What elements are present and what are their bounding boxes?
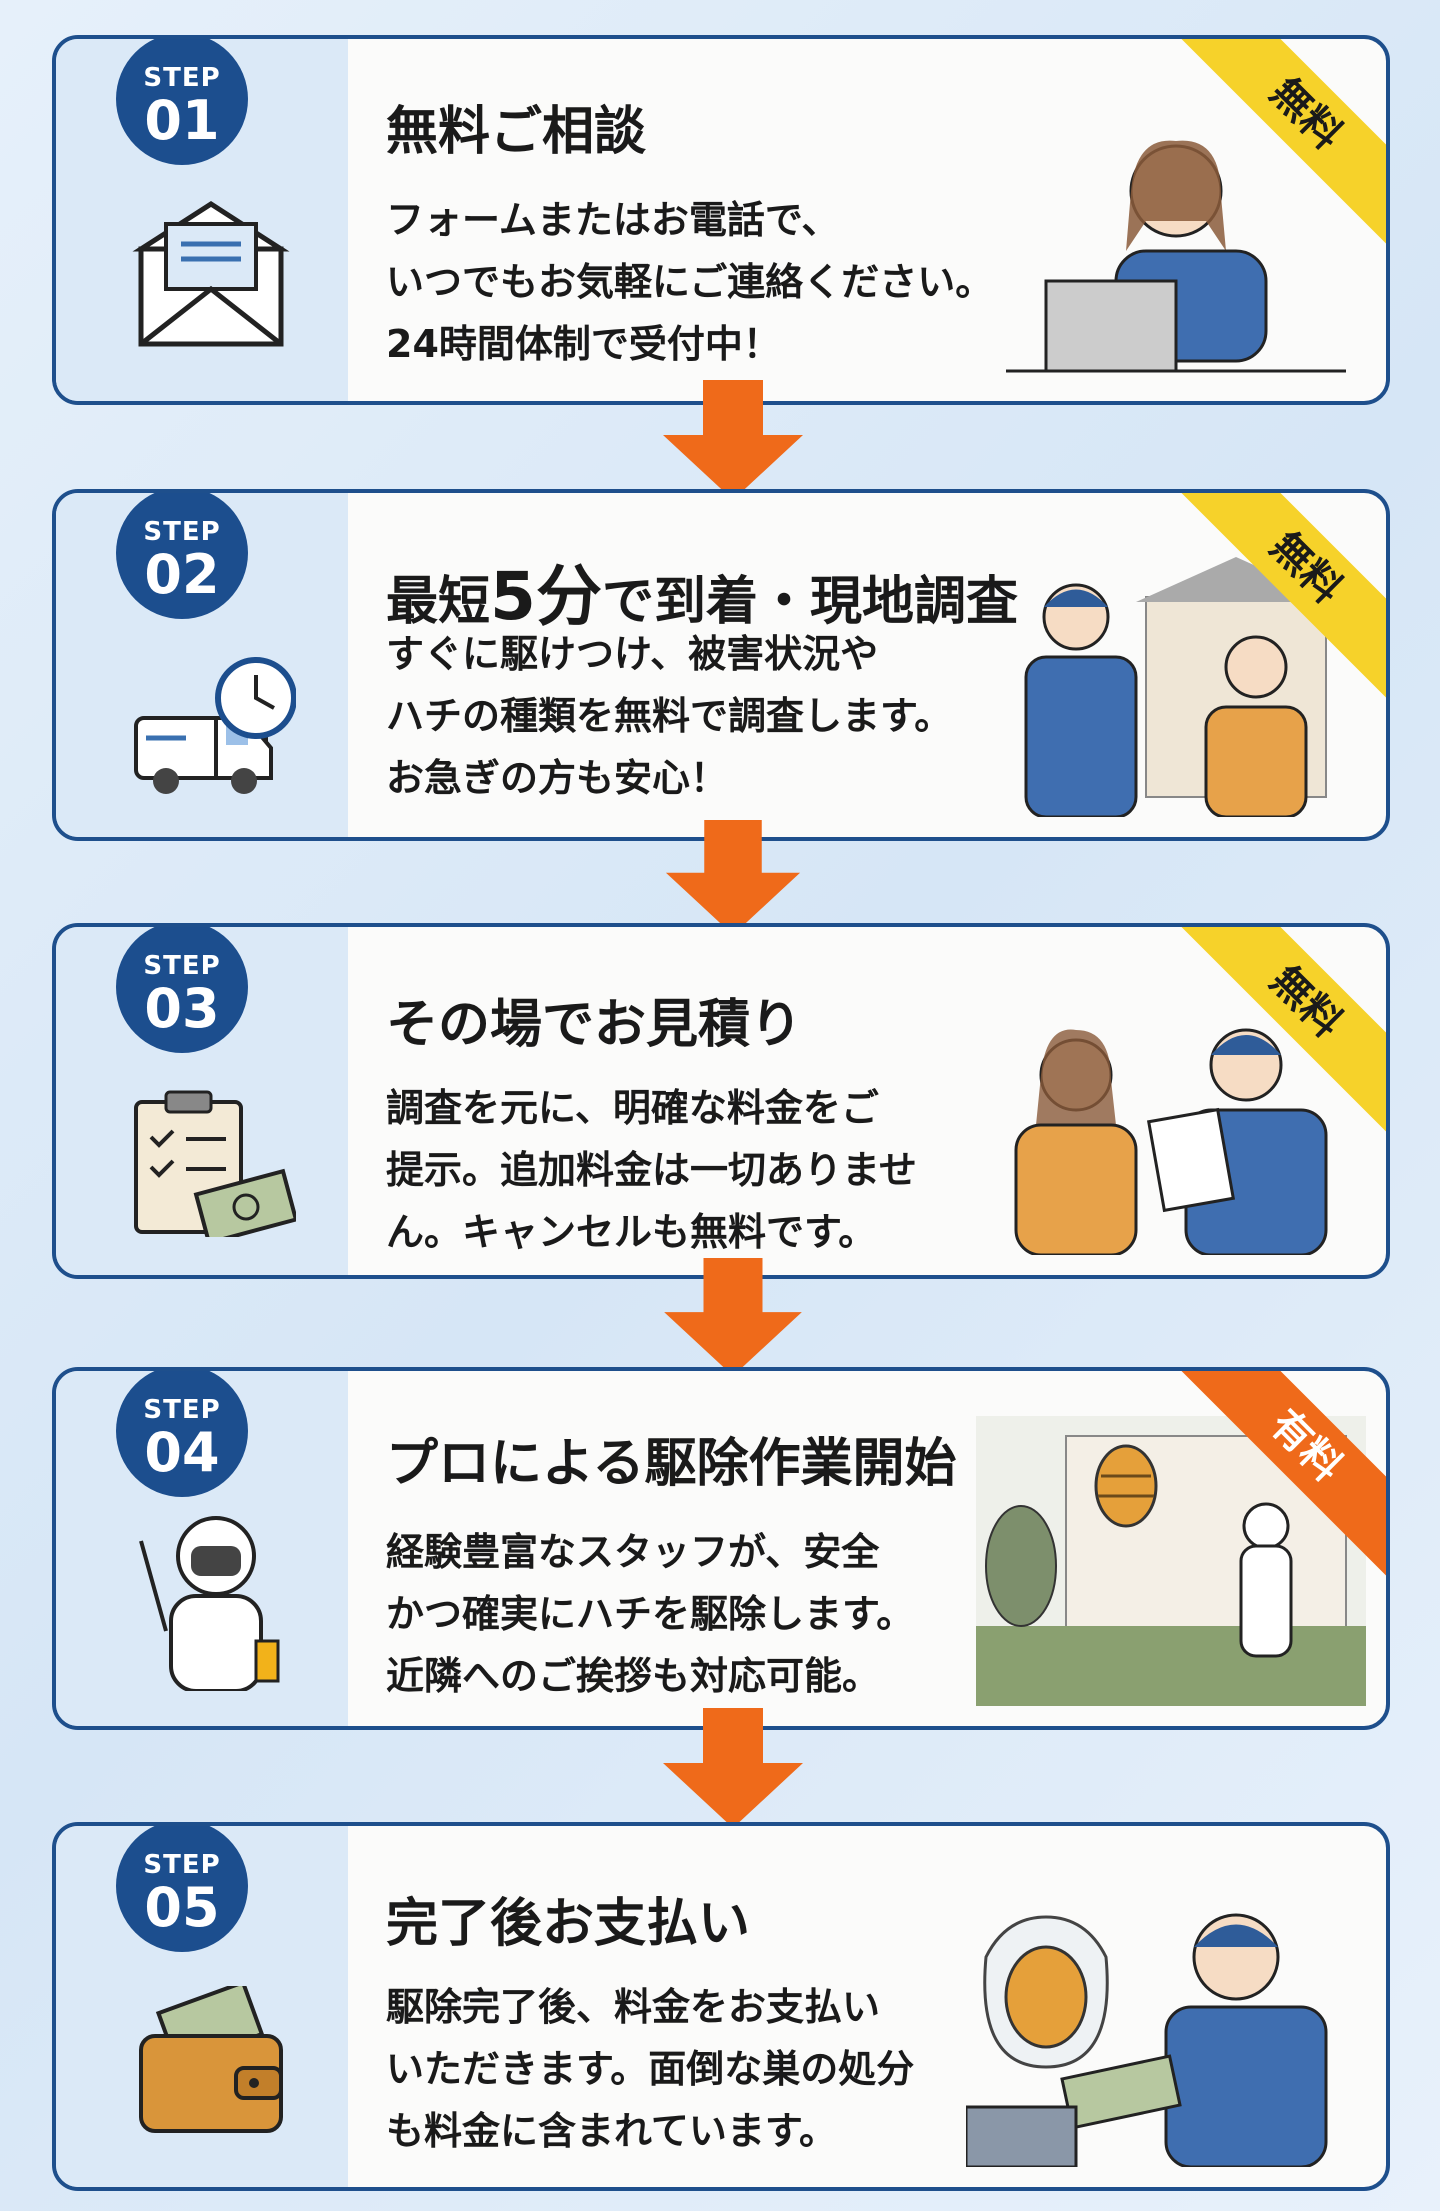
step-description: すぐに駆けつけ、被害状況やハチの種類を無料で調査します。お急ぎの方も安心！ [386, 623, 952, 809]
down-arrow-icon [664, 1258, 802, 1376]
description-line: STEP [143, 1395, 221, 1425]
description-line: ん。キャンセルも無料です。 [386, 1210, 877, 1254]
description-line: 5分 [490, 558, 602, 635]
van-clock-icon [134, 657, 296, 794]
step-title: 完了後お支払い [386, 1894, 751, 1954]
description-line: 駆除完了後、料金をお支払い [386, 1985, 881, 2029]
down-arrow-icon [665, 820, 801, 935]
down-arrow-icon [663, 380, 803, 500]
description-line: 05 [144, 1876, 220, 1939]
wallet-icon [139, 1986, 283, 2133]
step-description: フォームまたはお電話で、いつでもお気軽にご連絡ください。 24時間体制で受付中！ [386, 189, 993, 375]
description-line: 01 [144, 89, 220, 152]
description-line: STEP [143, 63, 221, 93]
down-arrow-icon [663, 1708, 803, 1828]
description-line: も料金に含まれています。 [386, 2109, 838, 2153]
payment-illustration [966, 1913, 1328, 2167]
description-line: 最短 [386, 572, 491, 632]
description-line: STEP [143, 1850, 221, 1880]
step-title: プロによる駆除作業開始 [386, 1434, 957, 1494]
envelope-icon [132, 201, 290, 347]
step-title: 無料ご相談 [386, 102, 647, 162]
description-line: ハチの種類を無料で調査します。 [386, 694, 953, 738]
description-line: STEP [143, 951, 221, 981]
description-line: いただきます。面倒な巣の処分 [386, 2047, 915, 2091]
description-line: STEP [143, 517, 221, 547]
description-line: 04 [144, 1421, 220, 1484]
description-line: お急ぎの方も安心！ [386, 756, 729, 800]
description-line: すぐに駆けつけ、被害状況や [386, 632, 879, 676]
description-line: 02 [144, 543, 220, 606]
description-line: フォームまたはお電話で、 [386, 198, 840, 242]
step-description: 経験豊富なスタッフが、安全かつ確実にハチを駆除します。近隣へのご挨拶も対応可能。 [386, 1521, 914, 1707]
operator-illustration [1006, 140, 1346, 373]
description-line: 24時間体制で受付中！ [386, 322, 781, 366]
description-line: いつでもお気軽にご連絡ください。 [386, 260, 994, 304]
description-line: 03 [144, 977, 220, 1040]
step-title: その場でお見積り [386, 995, 803, 1055]
protective-suit-icon [139, 1516, 280, 1691]
description-line: で到着・現地調査 [601, 572, 1018, 632]
visit-illustration [1024, 557, 1336, 817]
description-line: 提示。追加料金は一切ありませ [386, 1148, 917, 1192]
step-description: 駆除完了後、料金をお支払いいただきます。面倒な巣の処分も料金に含まれています。 [386, 1976, 914, 2162]
estimate-illustration [1014, 1028, 1328, 1255]
description-line: かつ確実にハチを駆除します。 [386, 1592, 915, 1636]
step-title: 最短5分で到着・現地調査 [386, 543, 1018, 639]
step-description: 調査を元に、明確な料金をご提示。追加料金は一切ありません。キャンセルも無料です。 [386, 1077, 917, 1263]
description-line: 調査を元に、明確な料金をご [386, 1086, 879, 1130]
clipboard-money-icon [134, 1090, 296, 1237]
description-line: 近隣へのご挨拶も対応可能。 [386, 1654, 881, 1698]
description-line: 経験豊富なスタッフが、安全 [386, 1530, 880, 1574]
